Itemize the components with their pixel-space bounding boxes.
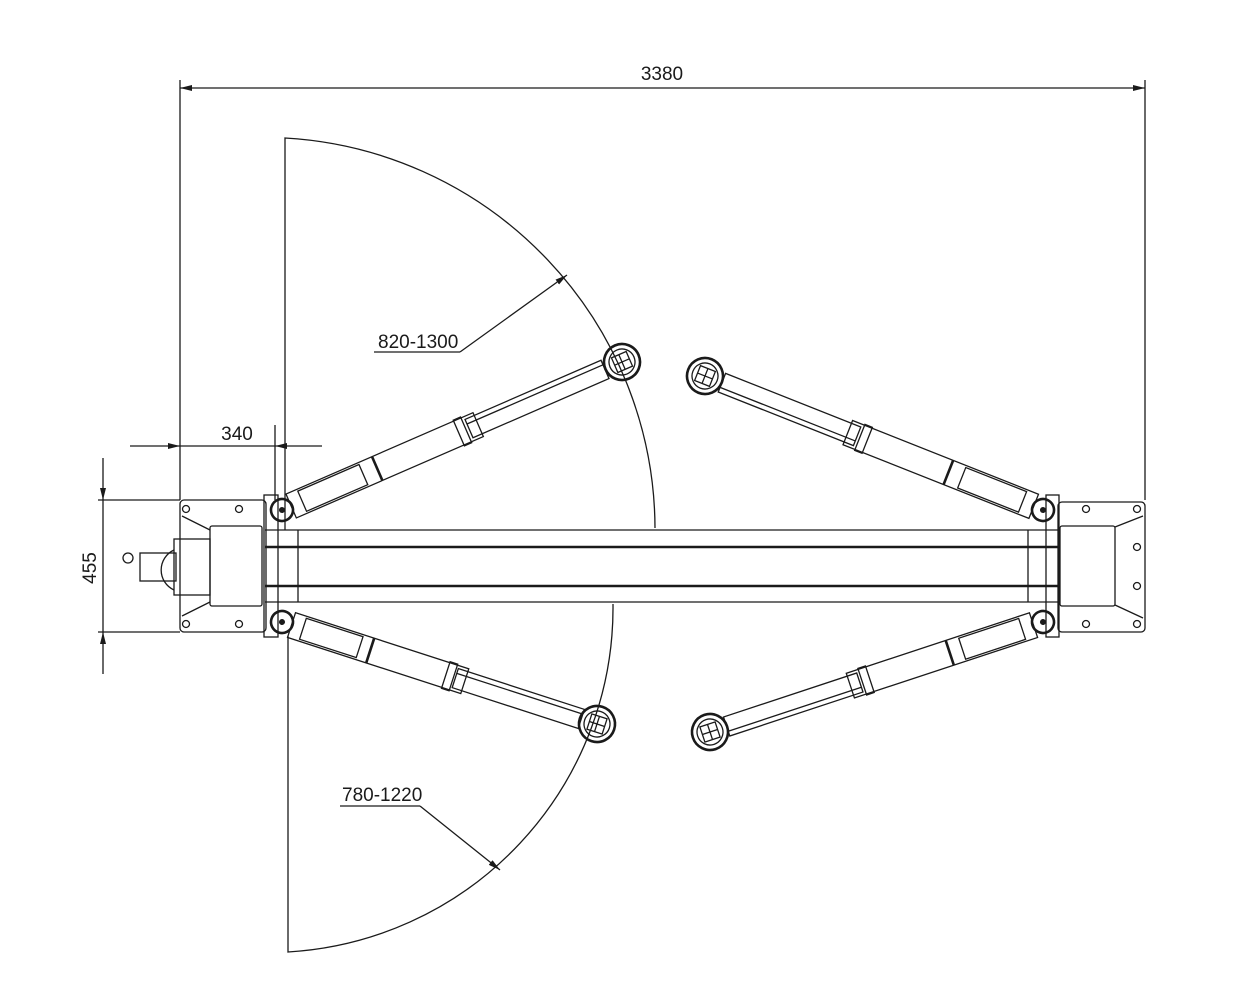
lift-pad-icon — [685, 356, 725, 396]
arm-rear-right[interactable] — [687, 601, 1059, 754]
arm-front-left[interactable] — [265, 338, 646, 531]
pivot-icon — [269, 497, 295, 523]
dimension-label: 3380 — [641, 64, 683, 85]
right-column — [1045, 494, 1146, 638]
dimension-overall-width: 3380 — [179, 64, 1146, 500]
reach-label: 780-1220 — [342, 785, 422, 806]
base-beams — [265, 529, 1060, 603]
pivot-icon — [1030, 609, 1056, 635]
arm-front-right[interactable] — [682, 353, 1060, 531]
pivot-icon — [269, 609, 295, 635]
lift-pad-icon — [690, 712, 730, 752]
dimension-column-offset: 340 — [130, 424, 322, 500]
dimension-column-depth: 455 — [80, 458, 180, 674]
reach-label: 820-1300 — [378, 332, 458, 353]
dimension-label: 340 — [221, 424, 253, 445]
left-column — [122, 494, 279, 638]
front-arm-swing-arc: 820-1300 — [284, 137, 656, 530]
rear-arm-swing-arc: 780-1220 — [287, 603, 614, 953]
dimension-label: 455 — [80, 552, 101, 584]
lift-pad-icon — [602, 342, 642, 382]
arm-rear-left[interactable] — [266, 601, 620, 746]
pivot-icon — [1030, 497, 1056, 523]
lift-arms — [265, 338, 1060, 754]
lift-pad-icon — [577, 704, 617, 744]
